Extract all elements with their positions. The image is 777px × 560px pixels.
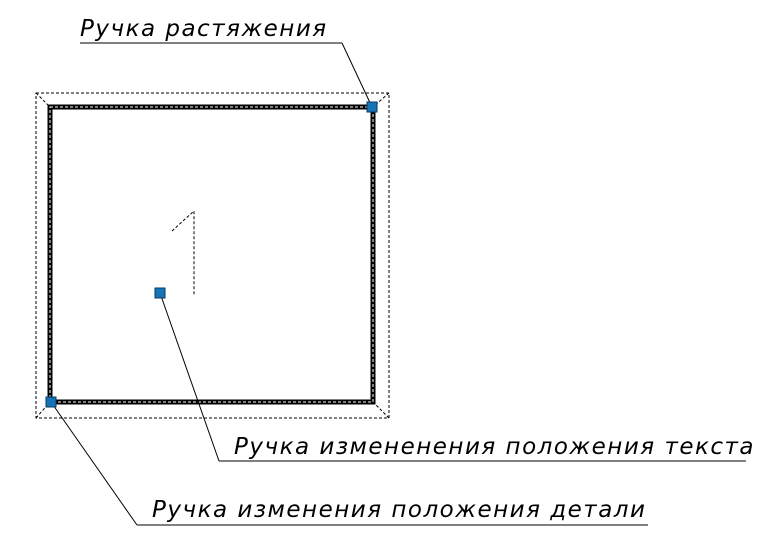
text-position-grip-label: Ручка измененения положения текста: [234, 434, 755, 460]
part-position-grip[interactable]: [45, 396, 57, 408]
stretch-grip[interactable]: [366, 101, 378, 113]
text-position-grip-callout: Ручка измененения положения текста: [159, 292, 755, 462]
part-number-glyph: 1: [171, 209, 195, 295]
part-frame[interactable]: [47, 104, 376, 405]
text-position-grip[interactable]: [154, 287, 166, 299]
stretch-grip-label: Ручка растяжения: [80, 16, 328, 42]
part-position-grip-callout: Ручка изменения положения детали: [50, 401, 648, 526]
part-position-grip-label: Ручка изменения положения детали: [152, 497, 646, 523]
selection-bounding-box: [35, 92, 390, 419]
stretch-grip-callout: Ручка растяжения: [80, 16, 373, 108]
